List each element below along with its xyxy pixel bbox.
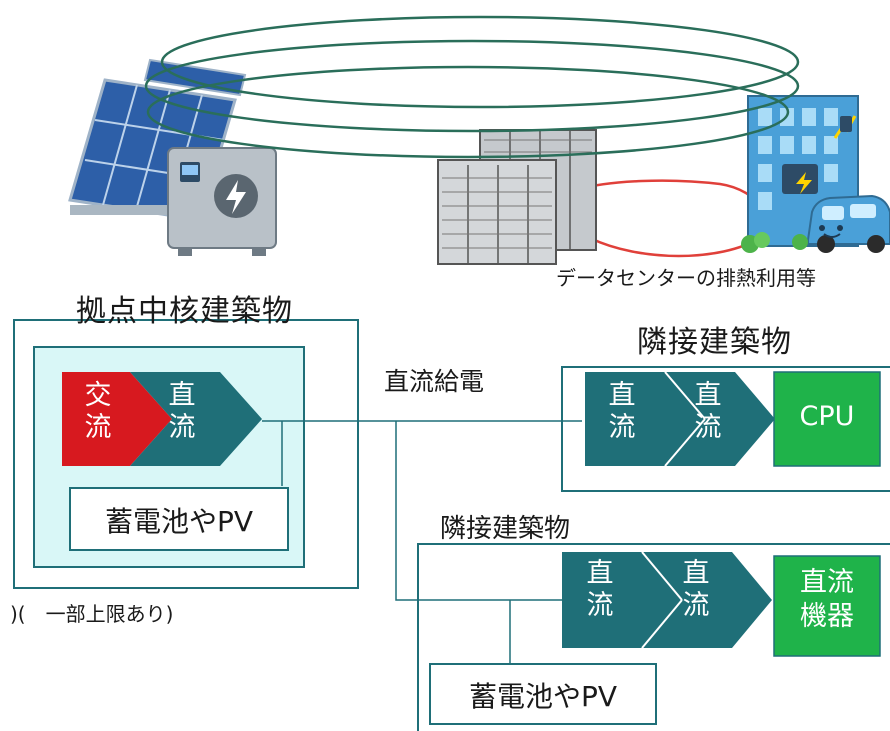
storage-box-right [429,663,657,725]
converter-bottom-a-label: 直 流 [586,558,614,622]
network-ring [144,15,800,159]
ac-dc-converter-ac [62,372,172,466]
caption-datacenter: データセンターの排熱利用等 [556,266,816,290]
converter-top-b-label: 直 流 [694,380,722,444]
storage-right-label: 蓄電池やPV [468,680,618,713]
dc-dc-converter-bottom-a [562,552,682,648]
core-building-frame [13,319,359,589]
core-building-title: 拠点中核建築物 [76,294,293,329]
ac-dc-converter-dc [130,372,262,466]
server-rack-icon [437,129,597,265]
office-building-icon [747,95,859,247]
dc-dc-converter-top-b [665,372,775,466]
cpu-label: CPU [799,401,855,432]
converter-bottom-b-label: 直 流 [682,558,710,622]
converter-ac-label: 交 流 [84,380,112,444]
dc-dc-converter-bottom-b [642,552,772,648]
storage-box-left [69,487,289,551]
adjacent-building-bottom-frame [417,543,890,731]
dc-feed-line [262,420,582,664]
adjacent-building-top-frame [561,366,890,492]
battery-cabinet-icon [167,147,277,256]
ev-car-icon [807,194,890,253]
converter-top-a-label: 直 流 [608,380,636,444]
dc-feed-label: 直流給電 [384,367,485,396]
cpu-box [773,371,881,467]
tree-icon [741,232,808,253]
converter-dc-label: 直 流 [168,380,196,444]
dc-device-label: 直流 機器 [800,567,854,632]
storage-left-label: 蓄電池やPV [104,505,254,538]
adjacent-building-top-title: 隣接建築物 [637,325,792,360]
adjacent-building-bottom-title: 隣接建築物 [440,514,571,544]
limit-note: )( 一部上限あり) [10,602,174,626]
dc-device-box [773,555,881,657]
dc-dc-converter-top-a [585,372,705,466]
red-cable [574,179,770,258]
